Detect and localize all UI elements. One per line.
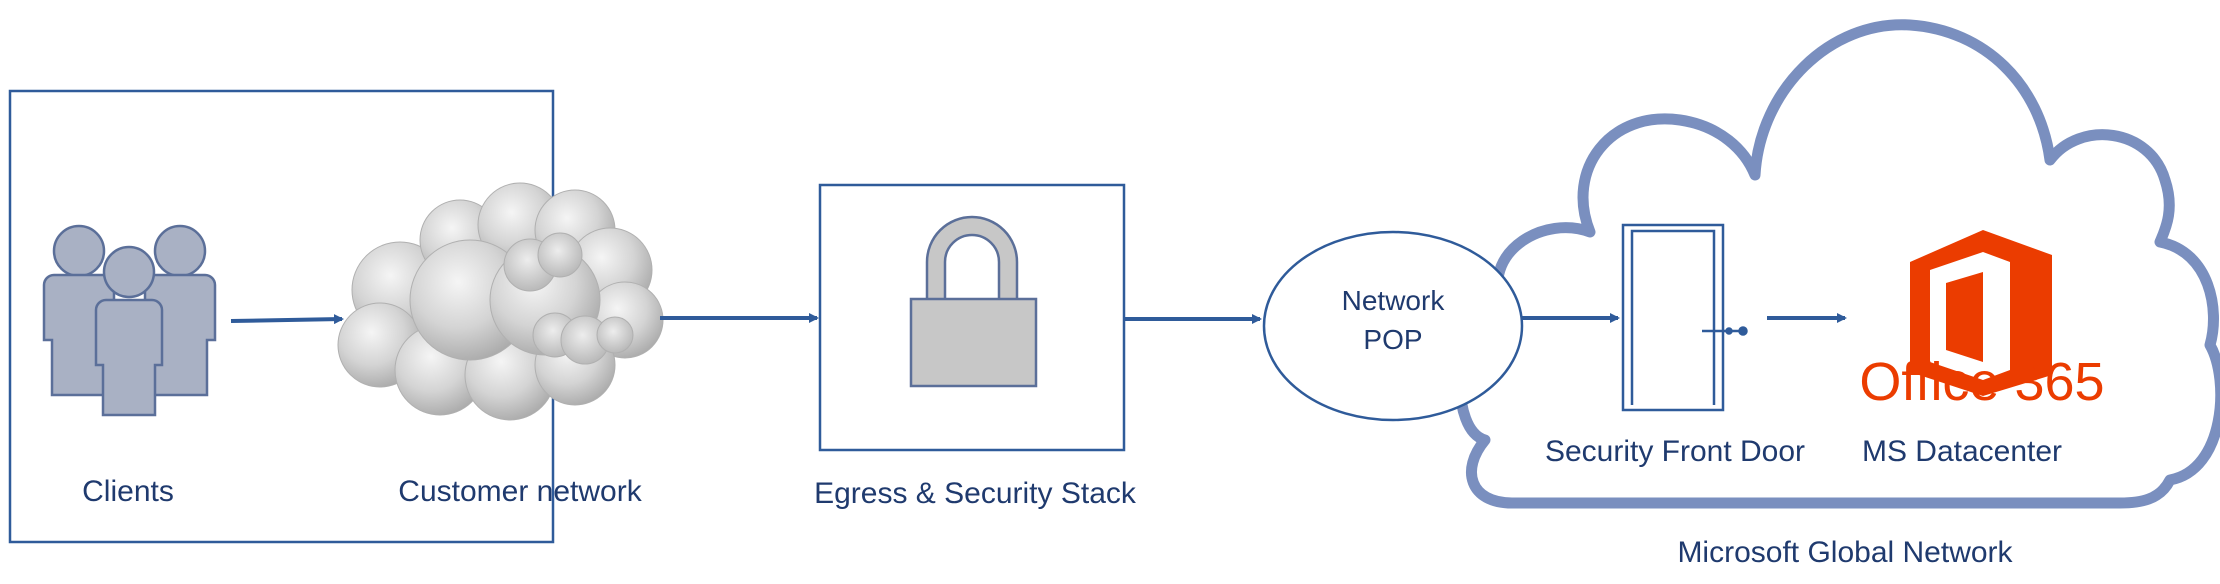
clients-icon <box>42 224 217 417</box>
egress-security-stack-label: Egress & Security Stack <box>814 477 1137 510</box>
network-pop-label-line2: POP <box>1363 324 1422 355</box>
ms-datacenter-label: MS Datacenter <box>1862 435 2062 468</box>
microsoft-global-network-label: Microsoft Global Network <box>1677 536 2013 569</box>
office-365-wordmark: Office 365 <box>1859 352 2104 412</box>
network-pop-node <box>1262 230 1524 422</box>
network-pop-label-line1: Network <box>1342 285 1446 316</box>
customer-network-label: Customer network <box>398 475 642 508</box>
customer-network-cloud-icon <box>337 182 664 421</box>
door-icon <box>1621 223 1748 412</box>
office-365-logo-icon: Office 365 <box>1859 230 2105 412</box>
global-network-cloud <box>1454 19 2220 509</box>
lock-icon <box>909 215 1038 388</box>
arrow-clients-to-network <box>230 314 344 325</box>
clients-label: Clients <box>82 475 174 508</box>
security-front-door-label: Security Front Door <box>1545 435 1805 468</box>
